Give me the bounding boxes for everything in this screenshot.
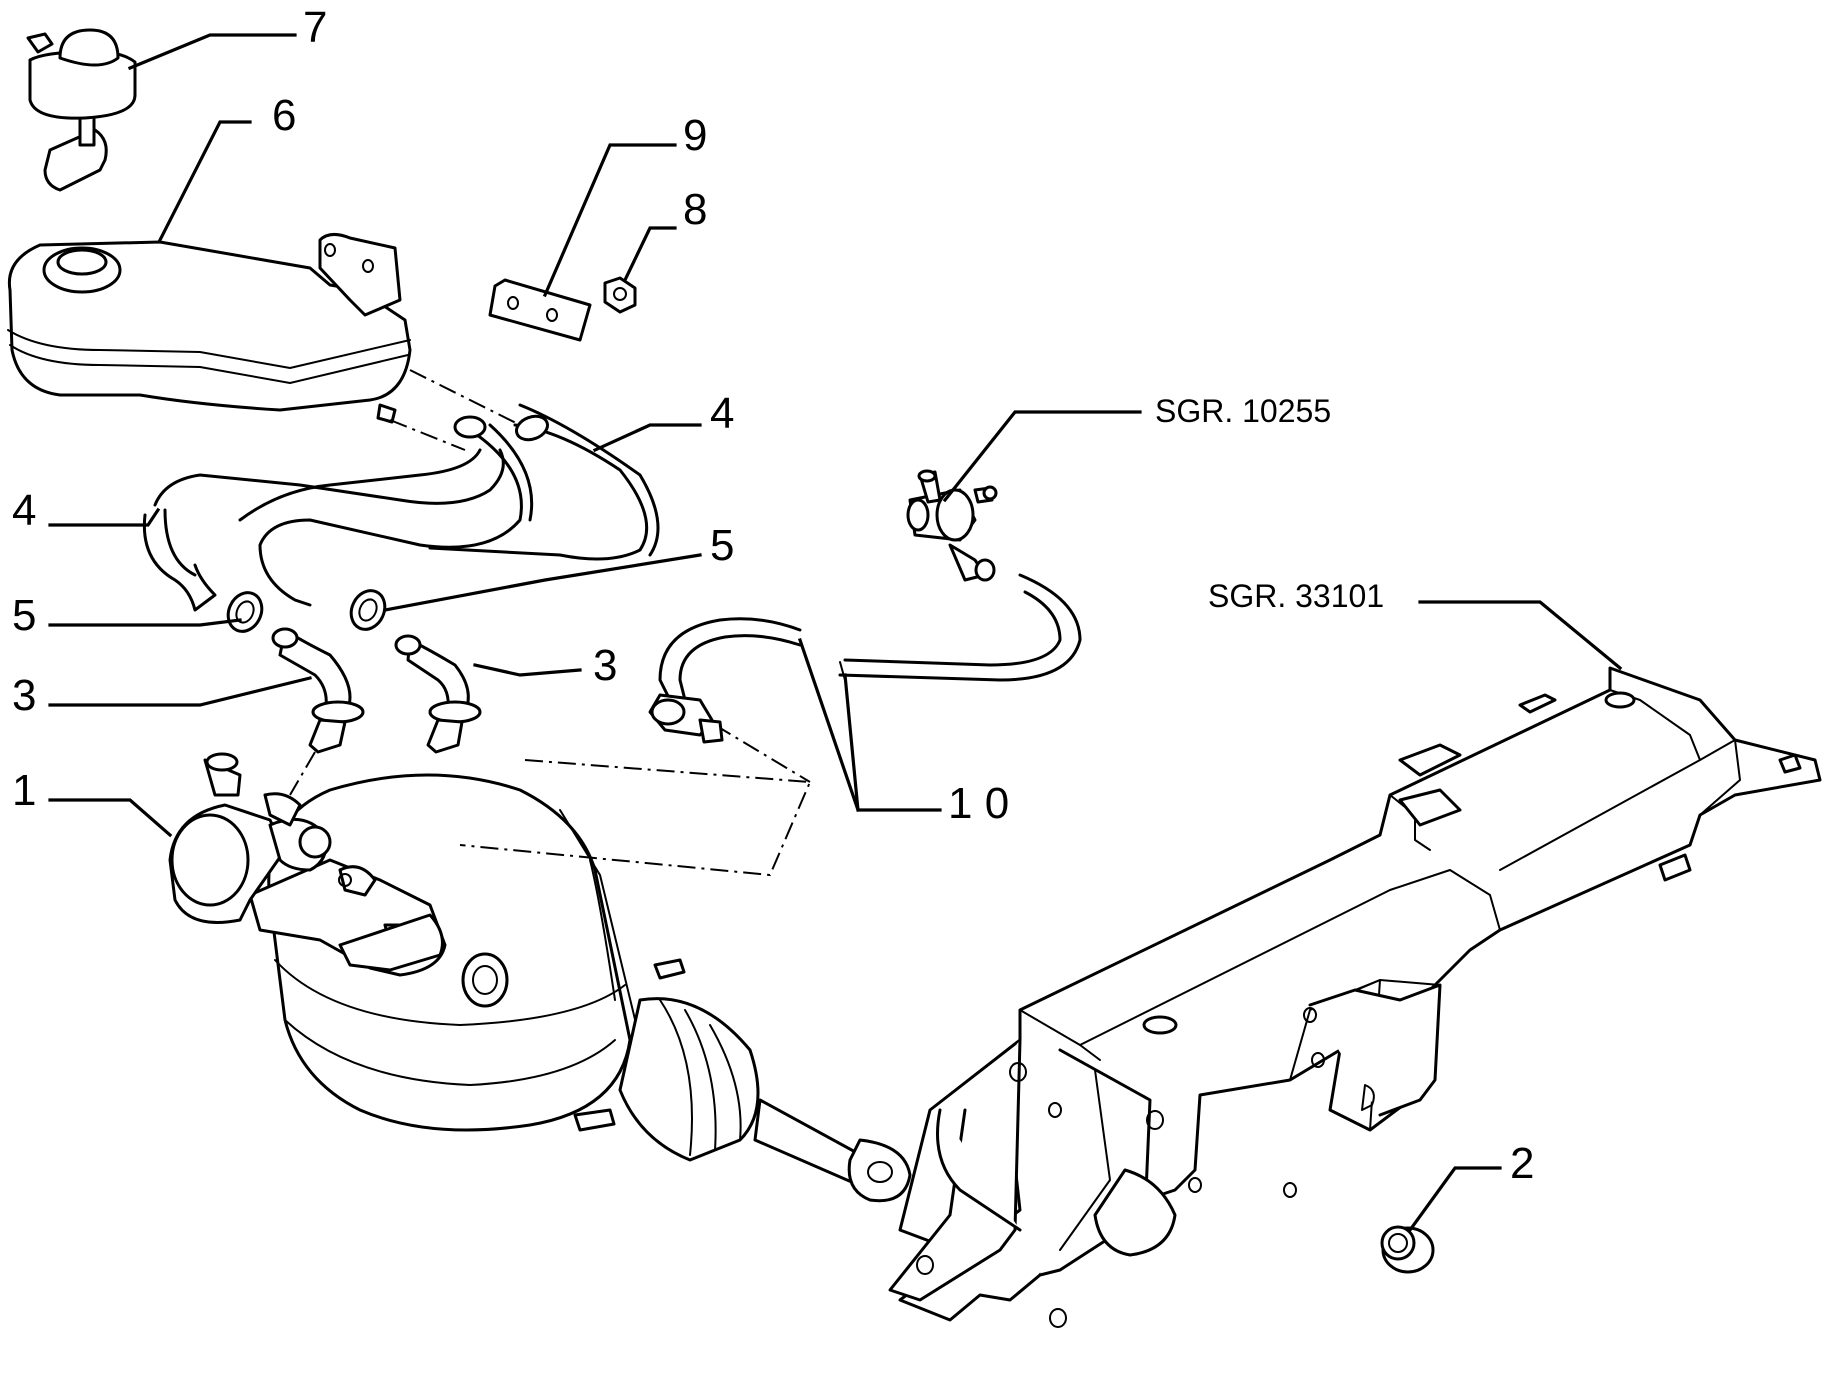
part-7-reservoir-cap: [26, 28, 137, 192]
part-8-nut: [603, 276, 637, 314]
callout-7: 7: [303, 3, 327, 52]
part-9-plate: [488, 278, 592, 342]
callout-9: 9: [683, 111, 707, 160]
callout-1: 1: [12, 766, 36, 815]
part-10-vacuum-hose: [648, 573, 1082, 744]
reference-sgr-33101: SGR. 33101: [1208, 578, 1384, 614]
callout-8: 8: [683, 185, 707, 234]
part-6-fluid-reservoir: [7, 233, 412, 424]
callout-4-right: 4: [710, 389, 734, 438]
callout-10: 1 0: [948, 779, 1009, 828]
pedal-bracket-sgr-33101: [888, 666, 1822, 1328]
reference-sgr-10255: SGR. 10255: [1155, 393, 1331, 429]
callout-6: 6: [272, 91, 296, 140]
callout-4-left: 4: [12, 486, 36, 535]
callout-3-right: 3: [593, 641, 617, 690]
callout-3-left: 3: [12, 671, 36, 720]
part-2-bushing: [1380, 1225, 1435, 1274]
part-1-brake-booster: [168, 752, 912, 1203]
part-3-elbow-fittings: [271, 627, 482, 796]
assembly-line-2: [389, 419, 466, 451]
leader-lines: [48, 33, 1623, 1233]
callout-5-left: 5: [12, 591, 36, 640]
callout-5-right: 5: [710, 521, 734, 570]
assembly-guide-10: [459, 759, 812, 877]
assembly-line-1: [409, 369, 521, 426]
assembly-guide-10b: [714, 724, 811, 783]
part-4-hoses: [142, 403, 660, 612]
part-5-hose-clips: [226, 589, 387, 633]
valve-fitting-sgr-10255: [906, 469, 998, 582]
callout-2: 2: [1510, 1139, 1534, 1188]
